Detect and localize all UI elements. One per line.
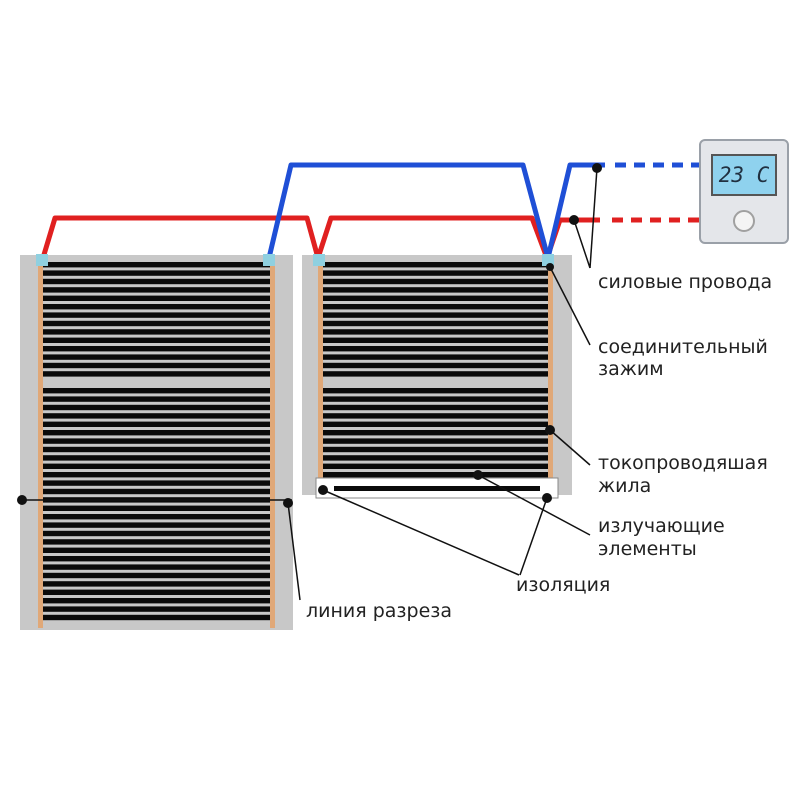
heating-strip — [43, 480, 270, 486]
heating-strip — [323, 278, 548, 285]
heating-strip — [43, 463, 270, 469]
heating-strip — [323, 304, 548, 310]
callout-dots — [17, 163, 602, 508]
heating-strip — [43, 337, 270, 343]
connector-clamps — [36, 254, 554, 266]
heating-strip — [43, 606, 270, 612]
heating-strip — [43, 539, 270, 545]
heating-strip — [323, 295, 548, 301]
heating-strip — [323, 371, 548, 377]
heating-strip — [43, 446, 270, 453]
heating-strip — [43, 295, 270, 301]
heating-strip — [43, 472, 270, 478]
label-conductor-line2: жила — [598, 475, 651, 497]
heating-strip — [323, 354, 548, 360]
clamp-icon — [36, 254, 48, 266]
callout-lines — [22, 167, 598, 601]
thermostat-display: 23 C — [719, 163, 770, 187]
wires — [40, 162, 700, 261]
copper-bus-left-b — [270, 258, 275, 628]
heating-strip — [323, 396, 548, 402]
heating-strip — [323, 337, 548, 343]
live-wire — [40, 215, 600, 261]
heating-strip — [43, 572, 270, 579]
label-conductor-line1: токопроводяшая — [598, 452, 768, 474]
heating-strip — [43, 329, 270, 335]
heating-strip — [43, 581, 270, 587]
heating-strip — [43, 564, 270, 570]
heating-strip — [43, 438, 270, 444]
heating-strip — [43, 404, 270, 411]
clamp-icon — [263, 254, 275, 266]
heating-strip — [323, 413, 548, 419]
heating-strip — [323, 404, 548, 411]
label-power-wires: силовые провода — [598, 271, 772, 293]
heating-strip — [323, 320, 548, 327]
heating-strip — [323, 270, 548, 276]
copper-bus-right-b — [548, 258, 553, 478]
heating-strip — [43, 396, 270, 402]
heating-strip — [43, 278, 270, 285]
film-panel-left — [20, 255, 293, 630]
heating-strip — [43, 530, 270, 537]
heating-strip — [43, 362, 270, 369]
thermostat-knob-icon — [733, 210, 755, 232]
heating-strip — [323, 438, 548, 444]
copper-bus-left-a — [38, 258, 43, 628]
heating-strip — [43, 547, 270, 553]
heating-strip — [43, 421, 270, 427]
heating-strip — [43, 556, 270, 562]
copper-bus-right-a — [318, 258, 323, 478]
heating-strip — [43, 522, 270, 528]
heating-strip — [323, 346, 548, 352]
heating-strip — [43, 455, 270, 461]
heating-strip — [43, 312, 270, 318]
heating-strip — [323, 463, 548, 469]
heating-strip — [323, 287, 548, 293]
heating-strip — [323, 362, 548, 369]
clamp-icon — [542, 254, 554, 266]
heating-strip — [43, 304, 270, 310]
neutral-wire — [266, 162, 605, 261]
heating-strip — [43, 430, 270, 436]
thermostat-screen — [711, 154, 777, 196]
heating-strip — [43, 388, 270, 394]
heating-strip — [43, 320, 270, 327]
heating-strip — [323, 446, 548, 453]
label-connector-line2: зажим — [598, 358, 664, 380]
heating-strip — [323, 472, 548, 478]
label-insulation: изоляция — [516, 574, 610, 596]
heating-strip — [43, 614, 270, 621]
heating-strip — [323, 329, 548, 335]
label-radiating-line1: излучающие — [598, 515, 725, 537]
labels: силовые провода соединительный зажим ток… — [306, 271, 772, 622]
heating-strip — [323, 262, 548, 268]
heating-strip — [43, 262, 270, 268]
heating-strip — [43, 488, 270, 495]
heating-strip — [43, 598, 270, 604]
heating-strip — [43, 354, 270, 360]
heating-strip — [323, 421, 548, 427]
heating-strip — [323, 455, 548, 461]
heating-strips-right — [323, 262, 548, 478]
label-cut-line: линия разреза — [306, 600, 452, 622]
heating-strips-left — [43, 262, 270, 621]
clamp-icon — [313, 254, 325, 266]
heating-strip — [43, 270, 270, 276]
heating-strip — [323, 388, 548, 394]
thermostat: 23 C — [699, 139, 789, 244]
heating-strip — [323, 312, 548, 318]
heating-strip — [43, 505, 270, 511]
heating-strip — [323, 430, 548, 436]
heating-strip — [43, 589, 270, 595]
label-connector-line1: соединительный — [598, 336, 768, 358]
heating-strip — [43, 371, 270, 377]
film-panel-right — [302, 255, 572, 499]
heating-strip — [43, 514, 270, 520]
heating-strip — [43, 413, 270, 419]
label-radiating-line2: элементы — [598, 538, 697, 560]
heating-strip — [43, 346, 270, 352]
heating-strip — [43, 287, 270, 293]
